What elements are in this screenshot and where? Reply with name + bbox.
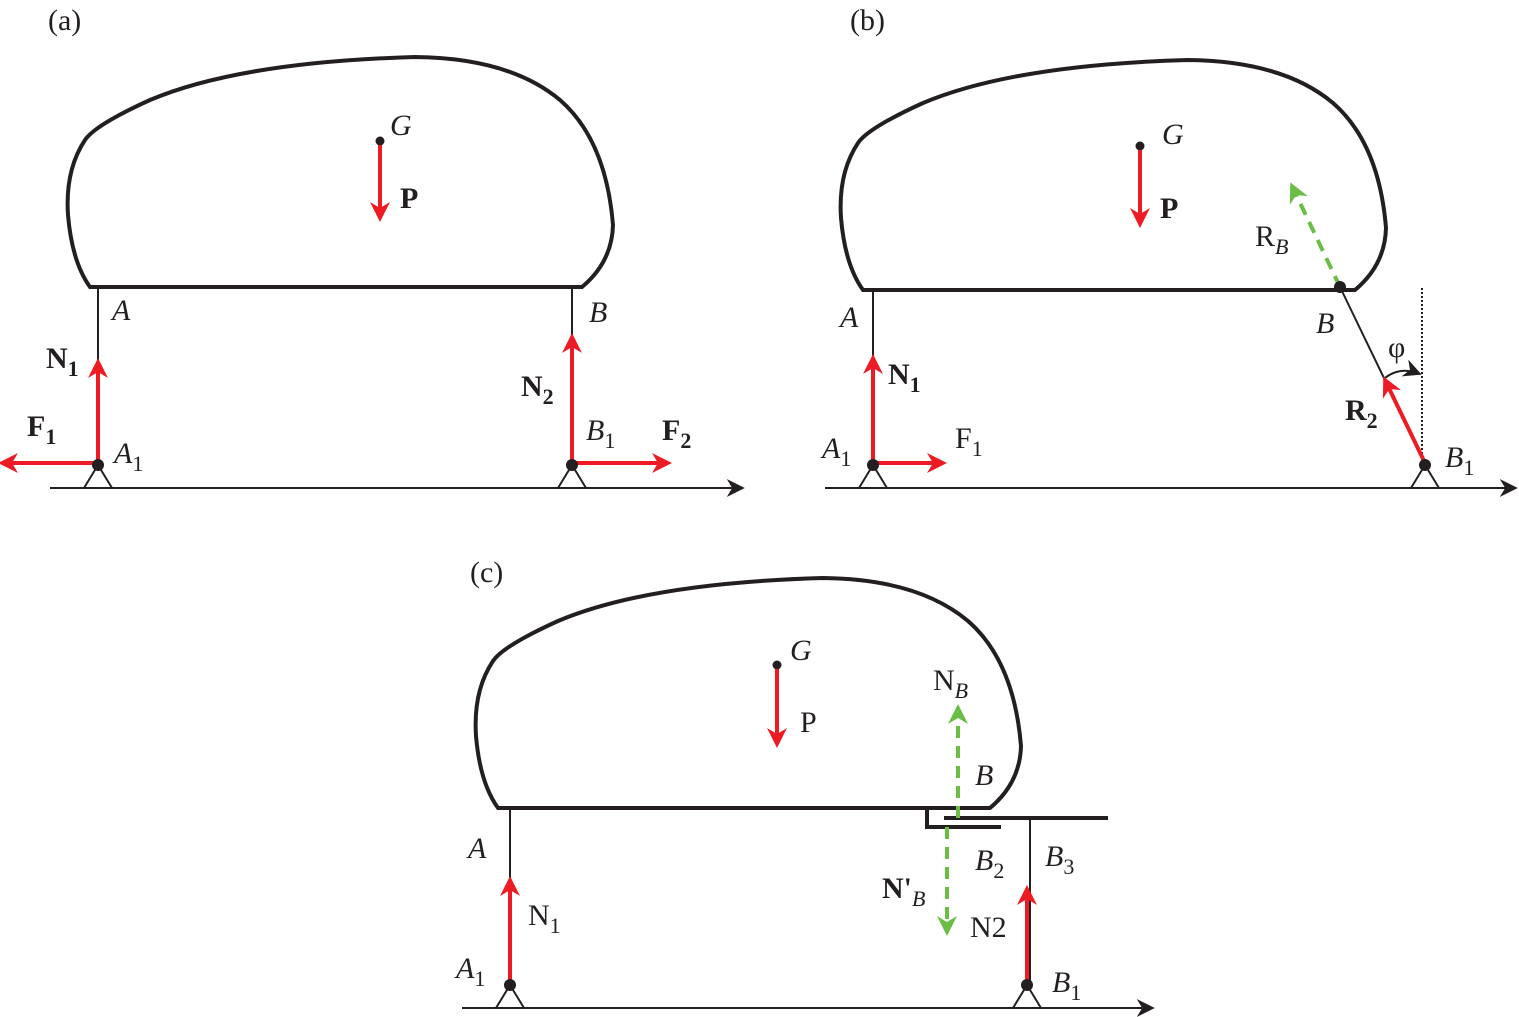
bracket-b2 [925, 808, 1001, 829]
label-B: B [1316, 307, 1334, 340]
label-F1: F1 [27, 410, 56, 449]
label-B1: B1 [586, 414, 615, 453]
label-A1: A1 [820, 432, 851, 471]
angle-arc [1384, 359, 1422, 379]
label-P: P [1160, 192, 1178, 225]
support-a1 [83, 459, 113, 489]
support-a1 [858, 459, 888, 489]
label-G: G [1162, 118, 1184, 151]
label-A: A [838, 301, 859, 334]
label-P: P [400, 182, 418, 215]
label-A: A [466, 832, 487, 865]
panel-a-label: (a) [48, 4, 81, 37]
panel-a: (a) G P A B N1 N2 F1 F2 A1 B1 [0, 4, 745, 497]
label-NB-prime: N'B [882, 872, 925, 911]
support-a1 [495, 979, 525, 1009]
support-b1 [1410, 459, 1440, 489]
label-F1: F1 [955, 422, 983, 461]
support-b1 [557, 459, 587, 489]
panel-c-label: (c) [470, 556, 503, 589]
label-P: P [800, 706, 817, 739]
label-G: G [390, 109, 412, 142]
r2-arrow [1382, 376, 1427, 464]
label-B1: B1 [1052, 966, 1081, 1005]
label-N1: N1 [888, 358, 921, 397]
label-B1: B1 [1445, 441, 1474, 480]
label-NB: NB [933, 664, 968, 703]
panel-b: (b) G P A B N1 F1 A1 B1 RB R2 φ [820, 4, 1518, 497]
vehicle-body [65, 55, 615, 289]
label-G: G [790, 634, 812, 667]
label-A1: A1 [454, 952, 485, 991]
label-N1: N1 [528, 899, 561, 938]
vehicle-body [838, 58, 1388, 292]
center-of-gravity [1135, 141, 1145, 151]
joint-b [1334, 281, 1346, 293]
label-B2: B2 [975, 844, 1004, 883]
panel-c: (c) G P A B NB N'B B2 B3 N2 N1 A1 B1 [454, 556, 1155, 1017]
rb-arrow [1289, 182, 1342, 288]
label-B: B [589, 296, 607, 329]
panel-b-label: (b) [850, 4, 885, 37]
label-F2: F2 [662, 414, 691, 453]
label-N1: N1 [46, 342, 79, 381]
label-R2: R2 [1345, 394, 1378, 433]
support-b1 [1012, 979, 1042, 1009]
label-RB: RB [1255, 220, 1288, 259]
label-B3: B3 [1045, 840, 1074, 879]
label-B: B [975, 759, 993, 792]
center-of-gravity [375, 136, 385, 146]
center-of-gravity [772, 660, 782, 670]
label-N2: N2 [521, 370, 554, 409]
label-phi: φ [1388, 331, 1405, 364]
label-N2: N2 [970, 911, 1007, 944]
label-A: A [110, 294, 131, 327]
label-A1: A1 [112, 437, 143, 476]
